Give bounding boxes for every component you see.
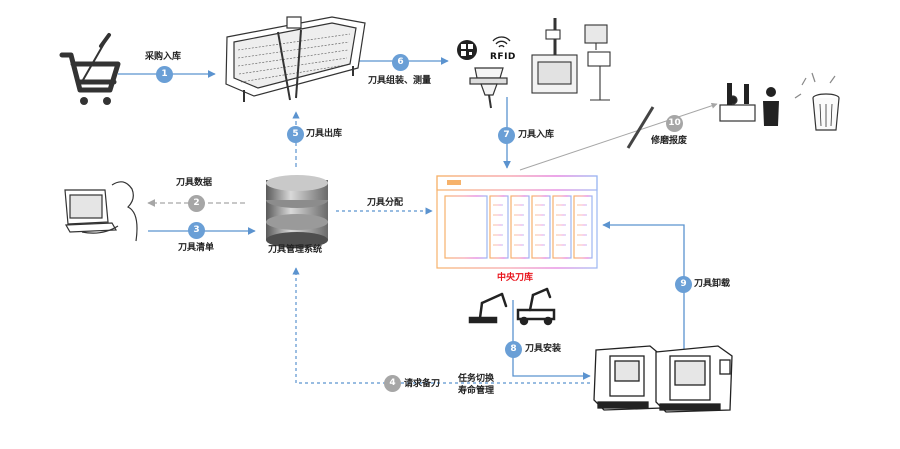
tool-management-system-label: 刀具管理系统 xyxy=(268,245,323,255)
database-icon xyxy=(266,175,328,248)
arrow-request xyxy=(292,267,590,384)
central-tool-store-icon xyxy=(436,175,598,269)
cnc-machine-icon xyxy=(593,345,733,413)
step-3-label: 刀具清单 xyxy=(178,243,215,253)
step-1-badge: 1 xyxy=(156,66,173,83)
step-6-label: 刀具组装、测量 xyxy=(368,76,432,86)
step-9-label: 刀具卸载 xyxy=(694,279,731,289)
rfid-signal-icon xyxy=(492,36,511,48)
step-5-badge: 5 xyxy=(287,126,304,143)
qr-code-icon xyxy=(457,40,477,60)
step-7-label: 刀具入库 xyxy=(518,130,555,140)
step-9-badge: 9 xyxy=(675,276,692,293)
step-2-badge: 2 xyxy=(188,195,205,212)
step-8-label: 刀具安装 xyxy=(525,344,562,354)
arrow-scrap xyxy=(519,102,718,171)
robot-arm-icon xyxy=(468,292,508,324)
scrap-bin-icon xyxy=(719,72,840,131)
step-3-badge: 3 xyxy=(188,222,205,239)
presetter-machine-icon xyxy=(531,18,611,101)
worn-tool-icon xyxy=(626,106,655,149)
rfid-label: RFID xyxy=(490,52,516,62)
tool-distribution-label: 刀具分配 xyxy=(367,198,404,208)
storage-cabinet-icon xyxy=(225,16,366,102)
step-10-badge: 10 xyxy=(666,115,683,132)
arrow-install xyxy=(512,300,591,380)
life-management-label: 寿命管理 xyxy=(458,386,495,396)
step-4-badge: 4 xyxy=(384,375,401,392)
arrow-unload xyxy=(602,221,685,352)
step-8-badge: 8 xyxy=(505,341,522,358)
flow-arrows xyxy=(118,57,718,384)
step-4-label: 请求备刀 xyxy=(404,379,441,389)
agv-robot-icon xyxy=(516,287,556,326)
step-2-label: 刀具数据 xyxy=(176,178,213,188)
step-5-label: 刀具出库 xyxy=(306,129,343,139)
operator-laptop-icon xyxy=(64,181,138,242)
step-6-badge: 6 xyxy=(392,54,409,71)
shopping-cart-icon xyxy=(59,33,121,105)
task-switch-label: 任务切换 xyxy=(458,374,495,384)
tool-holder-icon xyxy=(469,67,508,109)
step-10-label: 修磨报废 xyxy=(651,136,688,146)
step-7-badge: 7 xyxy=(498,127,515,144)
central-tool-store-label: 中央刀库 xyxy=(497,273,534,283)
step-1-label: 采购入库 xyxy=(145,52,182,62)
